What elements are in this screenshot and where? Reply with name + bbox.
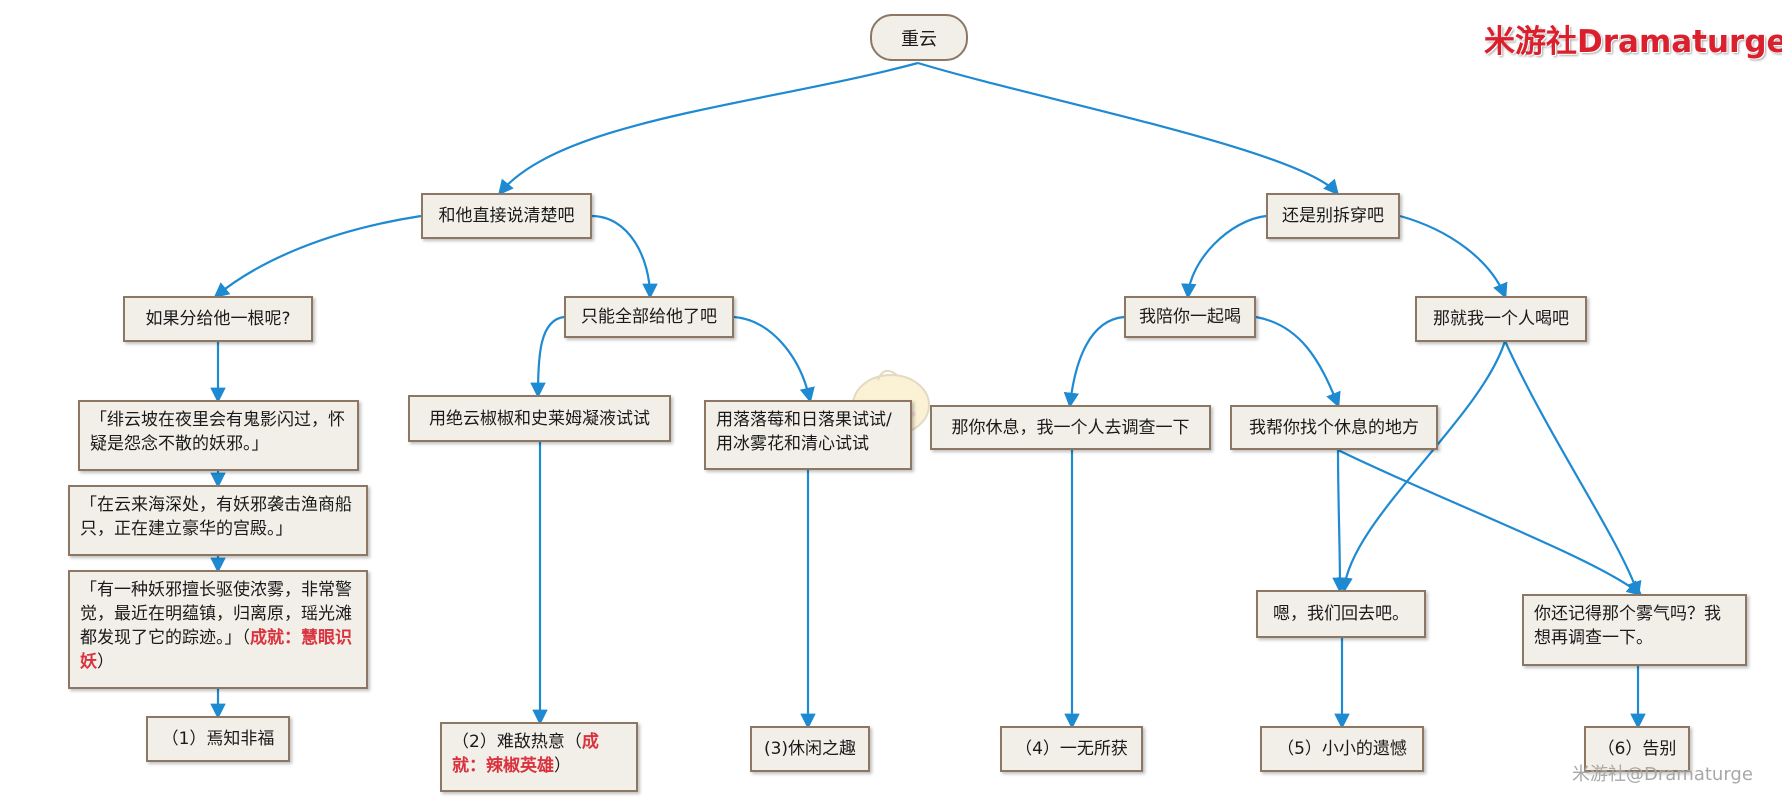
watermark: 米游社@Dramaturge	[1572, 764, 1753, 785]
ending-6: （6）告别	[1584, 726, 1690, 772]
edge-findrest-to-remember	[1337, 449, 1643, 596]
edge-accompany-to-findrest	[1255, 315, 1341, 408]
node-accompany: 我陪你一起喝	[1124, 296, 1256, 338]
edge-right-to-accompany	[1181, 214, 1267, 300]
brand-logo: 米游社Dramaturge	[1484, 24, 1782, 60]
node-find-rest: 我帮你找个休息的地方	[1230, 405, 1438, 450]
edge-root-to-right	[917, 61, 1340, 196]
ending-3: (3)休闲之趣	[750, 726, 870, 772]
ending-2-close: ）	[554, 756, 571, 776]
node-rest-investigate: 那你休息，我一个人去调查一下	[930, 405, 1211, 450]
ending-2-text: （2）难敌热意（	[452, 732, 582, 752]
node-choice-left: 和他直接说清楚吧	[421, 193, 592, 239]
node-rumor-2: 「在云来海深处，有妖邪袭击渔商船只，正在建立豪华的宫殿。」	[68, 485, 368, 556]
rumor-3-close: ）	[97, 652, 114, 672]
node-alone: 那就我一个人喝吧	[1415, 296, 1587, 342]
edge-all-to-flower	[733, 315, 815, 404]
ending-4: （4）一无所获	[1000, 726, 1143, 772]
node-try-flower: 用落落莓和日落果试试/用冰雾花和清心试试	[704, 400, 912, 470]
achievement-label: 成就：辣椒英雄	[452, 732, 599, 776]
node-rumor-3: 「有一种妖邪擅长驱使浓雾，非常警觉，最近在明蕴镇，归离原，瑶光滩都发现了它的踪迹…	[68, 570, 368, 689]
edge-all-to-pepper	[530, 315, 565, 399]
edge-left-to-all	[589, 214, 658, 300]
achievement-label: 成就：慧眼识妖	[80, 628, 352, 672]
ending-1: （1）焉知非福	[146, 716, 290, 762]
rumor-3-text: 「有一种妖邪擅长驱使浓雾，非常警觉，最近在明蕴镇，归离原，瑶光滩都发现了它的踪迹…	[80, 580, 352, 648]
edge-root-to-left	[498, 61, 919, 196]
edge-right-to-alone	[1399, 214, 1508, 299]
node-remember-fog: 你还记得那个雾气吗？我想再调查一下。	[1522, 594, 1747, 666]
edge-left-to-share	[213, 214, 422, 298]
node-choice-right: 还是别拆穿吧	[1266, 193, 1400, 239]
node-all: 只能全部给他了吧	[564, 296, 734, 338]
ending-2: （2）难敌热意（成就：辣椒英雄）	[440, 722, 638, 792]
node-root: 重云	[870, 14, 968, 61]
edge-findrest-to-goback	[1332, 449, 1348, 594]
node-share: 如果分给他一根呢?	[123, 296, 313, 342]
edge-accompany-to-rest	[1063, 315, 1125, 409]
node-try-pepper: 用绝云椒椒和史莱姆凝液试试	[408, 395, 671, 442]
edge-alone-to-remember	[1503, 340, 1642, 597]
edge-alone-to-goback	[1337, 340, 1507, 594]
node-go-back: 嗯，我们回去吧。	[1256, 590, 1426, 638]
node-rumor-1: 「绯云坡在夜里会有鬼影闪过，怀疑是怨念不散的妖邪。」	[78, 400, 359, 471]
ending-5: （5）小小的遗憾	[1260, 726, 1424, 772]
